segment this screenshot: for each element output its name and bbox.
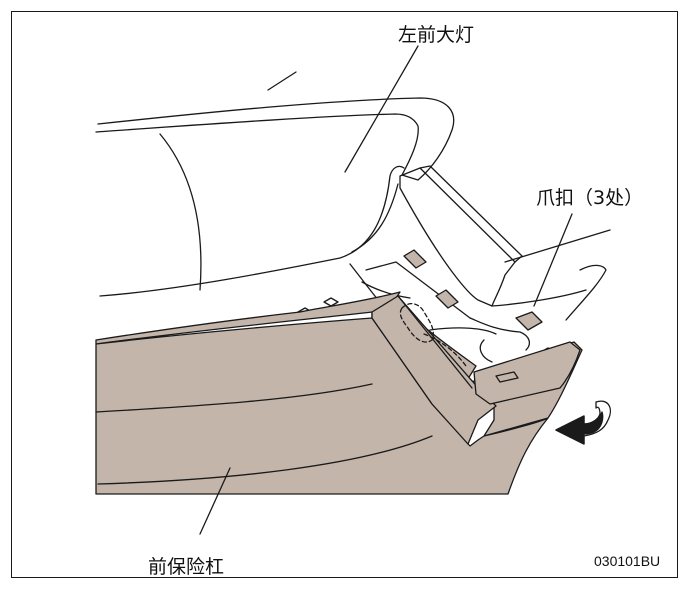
bracket-line-4 <box>469 317 531 351</box>
bracket-line-2 <box>349 263 379 301</box>
bumper-label: 前保险杠 <box>148 556 225 578</box>
leader-clips <box>533 213 573 307</box>
bumper-corner-tab <box>473 341 581 405</box>
clip-2 <box>435 289 459 309</box>
headlight-side-top <box>419 165 523 263</box>
clip-3 <box>515 311 543 331</box>
headlight-inner-edge <box>351 183 399 253</box>
clip-1 <box>403 249 427 269</box>
headlight-outline <box>95 97 455 181</box>
fender-line-lower <box>565 264 607 321</box>
bumper-top-strip <box>371 295 497 445</box>
headlight-lower-edge <box>99 165 405 297</box>
bracket-line-5 <box>429 327 497 335</box>
bumper-contour-1 <box>95 383 373 413</box>
bracket-line-3 <box>361 281 411 299</box>
bumper-strip-edge <box>397 295 473 389</box>
headlight-lens-curve <box>159 133 202 291</box>
leader-bumper <box>199 467 231 535</box>
bracket-line-6 <box>479 339 493 363</box>
headlight-stroke-mark <box>267 71 297 91</box>
headlight-label: 左前大灯 <box>398 24 475 46</box>
fender-edge <box>491 289 587 307</box>
release-arrow <box>555 400 611 445</box>
dashed-clip-outline-1 <box>399 302 434 343</box>
headlight-side-block <box>399 167 516 307</box>
tab-slot <box>495 371 519 383</box>
leader-headlight <box>344 45 419 173</box>
dashed-clip-outline-2 <box>423 333 467 367</box>
figure-code: 030101BU <box>594 553 661 569</box>
fender-line-upper <box>504 229 611 263</box>
bumper-contour-2 <box>97 435 433 485</box>
clips-label: 爪扣（3处） <box>536 187 644 209</box>
hole-2 <box>323 297 339 307</box>
